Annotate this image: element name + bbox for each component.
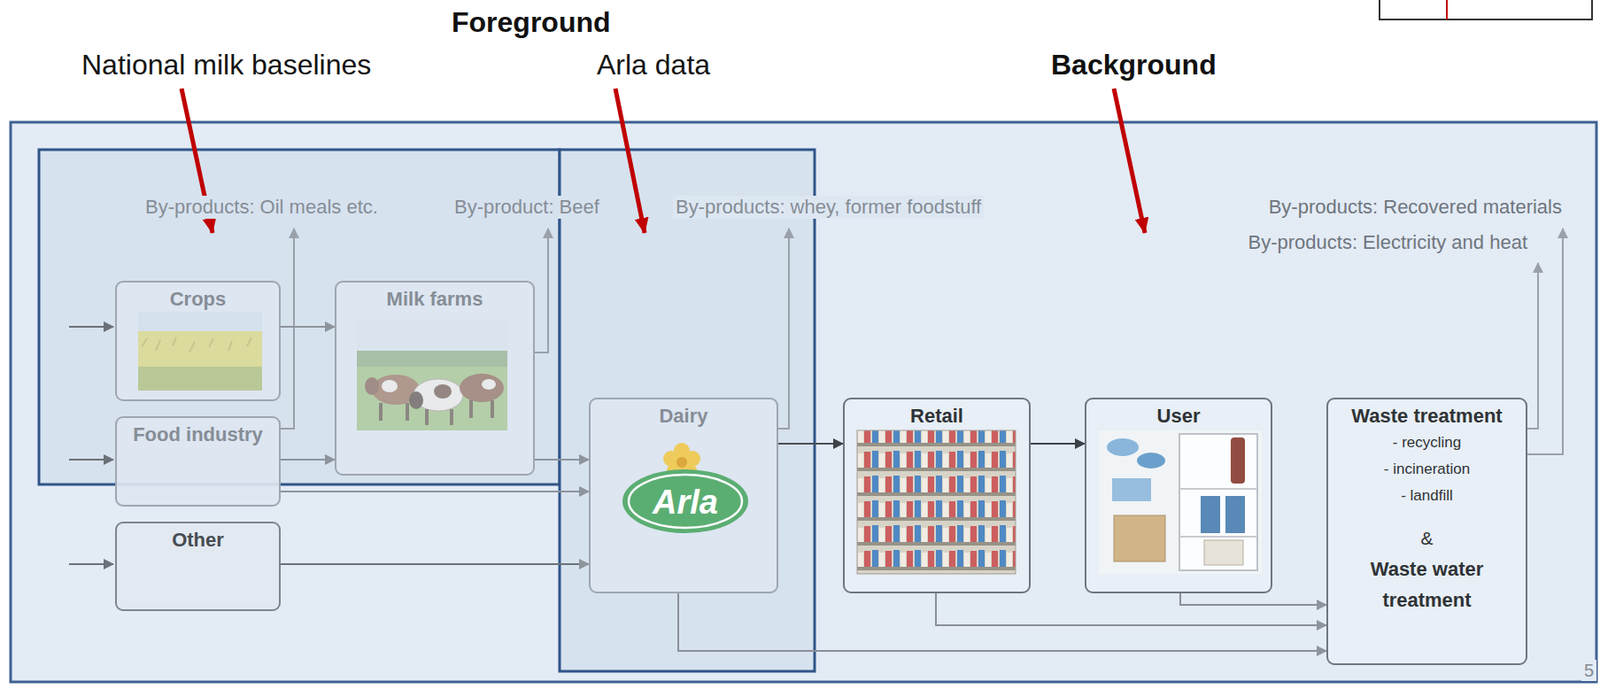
by-product-label: By-products: Electricity and heat: [1245, 231, 1531, 255]
node-title: Milk farms: [341, 285, 528, 313]
fridge-photo: [1098, 430, 1262, 574]
flow-arrow: [280, 490, 589, 493]
section-heading: Background: [1051, 47, 1217, 82]
node-title: Dairy: [595, 402, 772, 430]
node-title: Crops: [122, 285, 274, 313]
flow-arrow: [534, 458, 589, 461]
by-product-label: By-products: Recovered materials: [1266, 195, 1565, 219]
flow-arrow: [1180, 593, 1327, 605]
background-region: [10, 122, 1597, 682]
process-box: Waste treatment- recycling- incineration…: [1326, 397, 1528, 665]
process-box: Food industry: [115, 416, 281, 507]
flow-arrow: [280, 458, 335, 461]
flow-arrow: [280, 325, 335, 328]
section-heading: Foreground: [451, 5, 611, 39]
node-title: Food industry: [122, 421, 274, 449]
callout-label: National milk baselines: [81, 47, 372, 82]
flow-arrow: [280, 563, 589, 565]
process-box: Other: [115, 521, 281, 611]
arla-logo: [622, 442, 749, 534]
slide-number: 5: [1581, 659, 1597, 681]
by-product-label: By-product: Beef: [451, 195, 603, 219]
corner-box: [1379, 0, 1593, 20]
crops-photo: [138, 311, 263, 391]
flow-arrow: [1030, 442, 1085, 445]
by-product-label: By-products: whey, former foodstuff: [672, 195, 984, 219]
list-item: - recycling: [1333, 429, 1521, 457]
callout-label: Arla data: [596, 47, 711, 82]
list-item: - incineration: [1333, 456, 1521, 483]
node-title: User: [1091, 402, 1266, 430]
retail-photo: [857, 430, 1016, 574]
flow-arrow: [778, 442, 843, 445]
flow-arrow: [678, 593, 1327, 651]
cows-photo: [356, 319, 508, 431]
input-arrows: [69, 326, 114, 565]
list-item: - landfill: [1333, 482, 1521, 510]
node-title: Retail: [850, 402, 1024, 430]
node-title: Waste water treatment: [1356, 553, 1499, 616]
ampersand: &: [1333, 523, 1521, 554]
by-product-arrows: [280, 228, 1563, 455]
foreground-region: [559, 149, 815, 672]
logo-text: Arla: [623, 484, 748, 520]
process-box: DairyArla: [588, 397, 779, 594]
node-title: Waste treatment: [1333, 402, 1521, 430]
by-product-label: By-products: Oil meals etc.: [142, 195, 381, 219]
node-title: Other: [122, 526, 274, 554]
flow-arrow: [935, 593, 1327, 626]
